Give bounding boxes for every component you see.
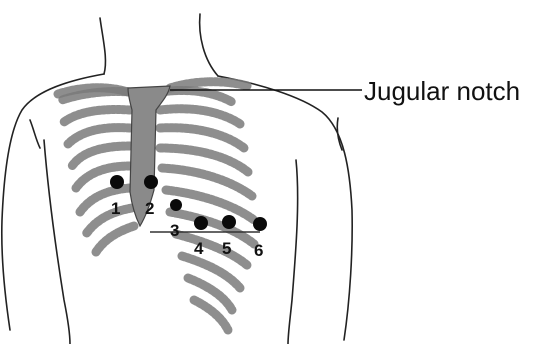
lead-3-label: 3 xyxy=(170,221,179,240)
lead-1-dot xyxy=(110,175,124,189)
torso-outline xyxy=(2,14,352,344)
lead-5-dot xyxy=(222,215,236,229)
lead-5-label: 5 xyxy=(222,239,231,258)
lead-6-dot xyxy=(253,217,267,231)
lead-4-dot xyxy=(194,216,208,230)
ribs-left xyxy=(62,91,134,252)
lead-6-label: 6 xyxy=(254,241,263,260)
jugular-notch-label: Jugular notch xyxy=(364,76,520,106)
lead-1-label: 1 xyxy=(111,199,120,218)
lead-4-label: 4 xyxy=(194,239,204,258)
lead-2-label: 2 xyxy=(145,199,154,218)
lead-3-dot xyxy=(170,199,182,211)
lead-2-dot xyxy=(144,175,158,189)
